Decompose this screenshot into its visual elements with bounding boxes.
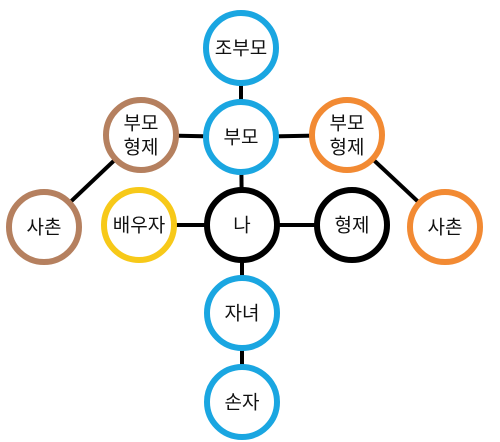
node-children: 자녀	[204, 275, 280, 351]
node-label-grandchildren: 손자	[225, 392, 260, 414]
node-label-sibling: 형제	[335, 215, 370, 237]
node-circle-paternal-sibling	[103, 97, 179, 173]
node-circle-cousin-right	[407, 189, 483, 265]
node-label-cousin-right: 사촌	[428, 217, 463, 239]
node-label-children: 자녀	[225, 303, 260, 325]
node-label-grandparents: 조부모	[215, 38, 267, 60]
node-cousin-right: 사촌	[407, 189, 483, 265]
node-label-maternal-sibling-line-1: 부모	[330, 113, 365, 135]
node-label-paternal-sibling-line-1: 부모	[124, 113, 159, 135]
node-circle-self	[204, 187, 280, 263]
node-circle-grandparents	[203, 10, 279, 86]
node-label-parents: 부모	[224, 127, 259, 149]
node-circle-grandchildren	[204, 364, 280, 440]
node-label-paternal-sibling-line-2: 형제	[124, 137, 159, 159]
node-parents: 부모	[203, 99, 279, 175]
node-circle-parents	[203, 99, 279, 175]
node-label-spouse: 배우자	[113, 215, 165, 237]
node-cousin-left: 사촌	[6, 189, 82, 265]
node-circle-cousin-left	[6, 189, 82, 265]
node-grandparents: 조부모	[203, 10, 279, 86]
node-label-maternal-sibling-line-2: 형제	[330, 137, 365, 159]
node-grandchildren: 손자	[204, 364, 280, 440]
node-label-self: 나	[233, 215, 250, 237]
node-sibling: 형제	[314, 187, 390, 263]
node-label-cousin-left: 사촌	[27, 217, 62, 239]
node-circle-sibling	[314, 187, 390, 263]
node-circle-children	[204, 275, 280, 351]
node-circle-spouse	[101, 187, 177, 263]
node-spouse: 배우자	[101, 187, 177, 263]
node-circle-maternal-sibling	[309, 97, 385, 173]
node-self: 나	[204, 187, 280, 263]
